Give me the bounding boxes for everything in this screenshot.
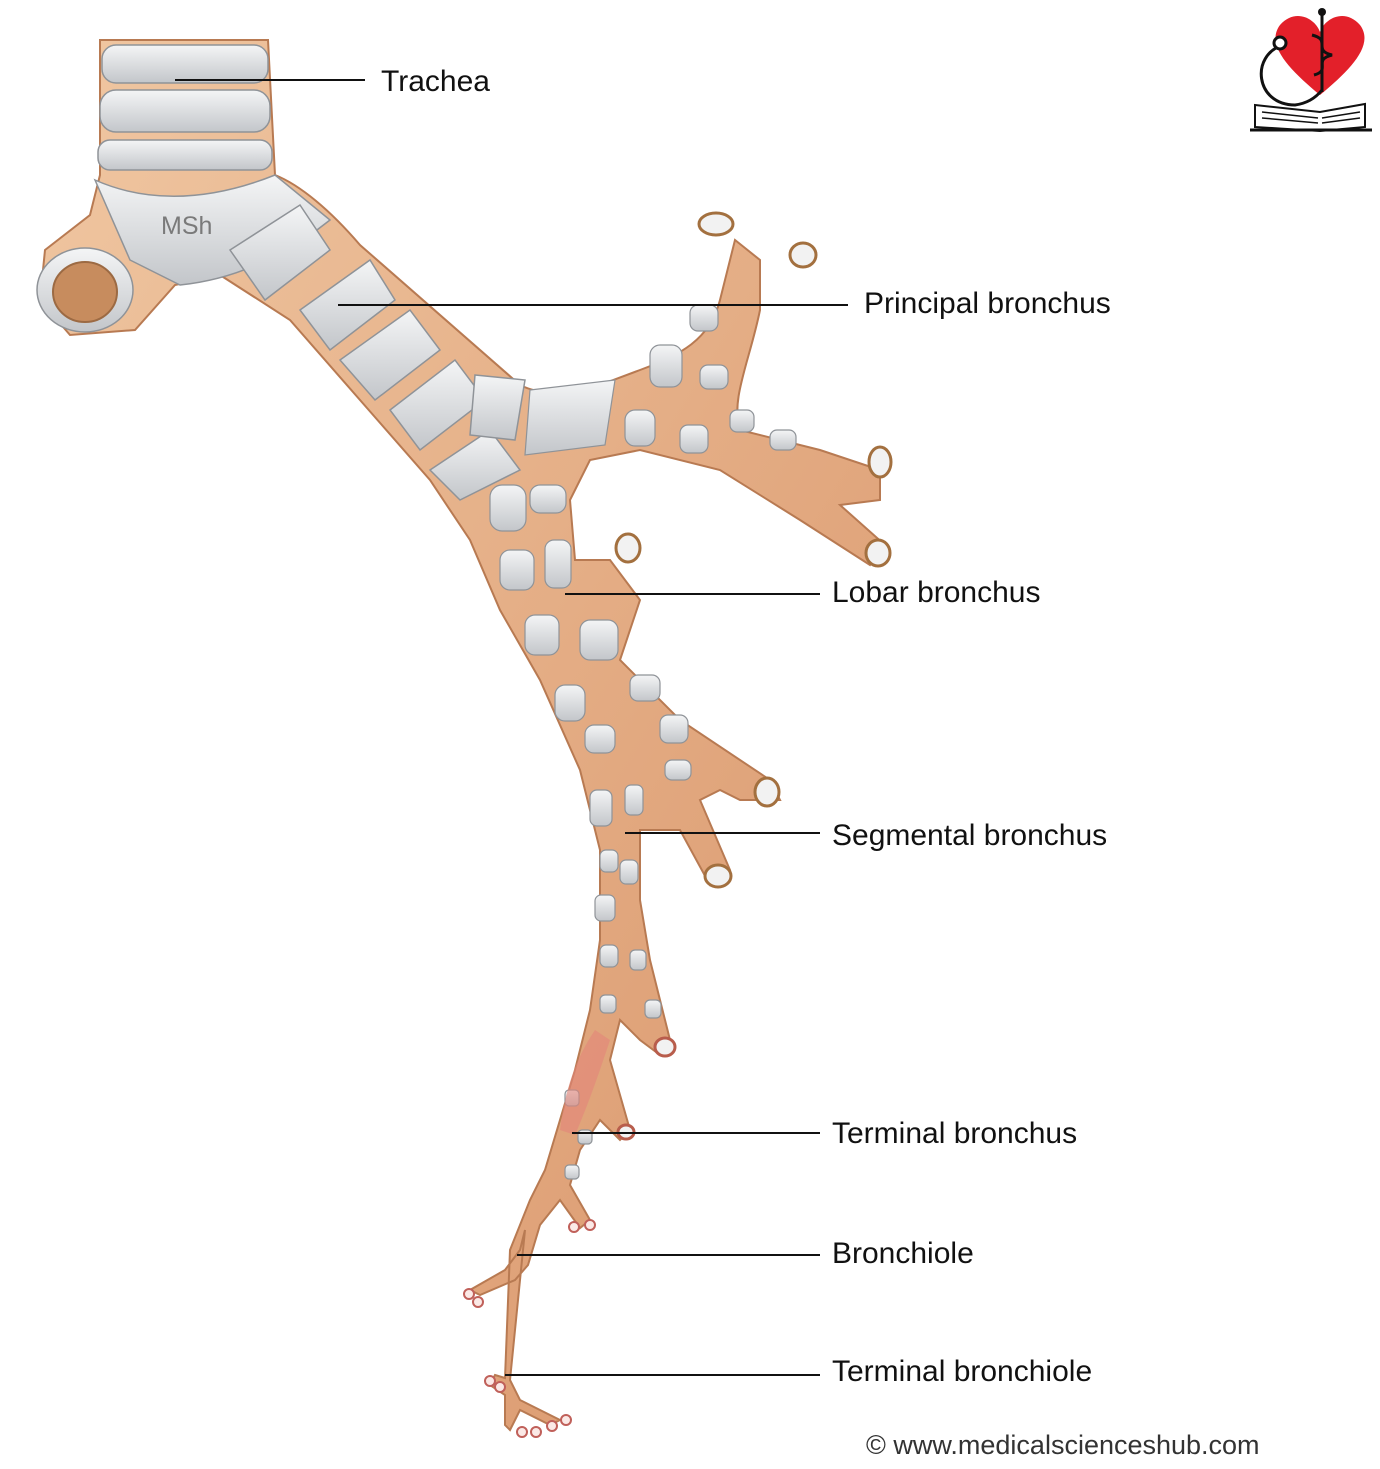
label-principal-bronchus: Principal bronchus xyxy=(864,287,1111,320)
terminal-lumens xyxy=(463,1219,596,1438)
label-terminal-bronchus: Terminal bronchus xyxy=(832,1117,1078,1150)
label-segmental-bronchus: Segmental bronchus xyxy=(832,819,1108,852)
label-bronchiole: Bronchiole xyxy=(832,1237,974,1270)
airway-tree xyxy=(36,39,893,1438)
trachea-lumen xyxy=(52,261,118,323)
label-terminal-bronchiole: Terminal bronchiole xyxy=(832,1355,1093,1388)
leader-lines xyxy=(175,79,848,1376)
watermark-text: MSh xyxy=(161,212,213,240)
medicalscienceshub-logo xyxy=(1250,8,1372,133)
logo-heart xyxy=(1275,16,1365,96)
terminal-bronchus-region xyxy=(560,1030,610,1135)
label-trachea: Trachea xyxy=(381,65,490,98)
label-lobar-bronchus: Lobar bronchus xyxy=(832,576,1041,609)
copyright-text: © www.medicalscienceshub.com xyxy=(866,1430,1260,1460)
